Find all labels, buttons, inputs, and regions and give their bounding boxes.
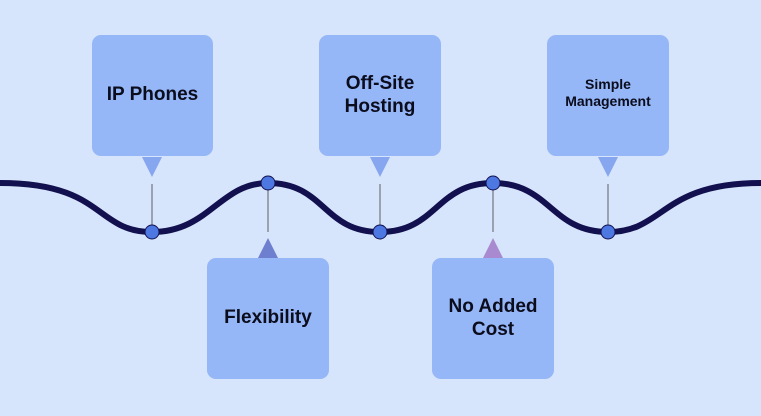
card-ip-phones: IP Phones [92, 35, 213, 156]
milestone-dot [600, 224, 616, 240]
card-label: Off-Site Hosting [344, 72, 416, 117]
card-label: IP Phones [106, 84, 199, 106]
card-simple-management: Simple Management [547, 35, 669, 156]
pointer-triangle-down [598, 157, 618, 177]
milestone-dot [372, 224, 388, 240]
milestone-dot [485, 175, 501, 191]
card-label: Flexibility [224, 307, 312, 329]
pointer-triangle-up [483, 238, 503, 258]
card-off-site-hosting: Off-Site Hosting [319, 35, 441, 156]
card-label: No Added Cost [448, 295, 538, 340]
card-flexibility: Flexibility [207, 258, 329, 379]
milestone-dot [144, 224, 160, 240]
pointer-triangle-down [142, 157, 162, 177]
pointer-triangle-up [258, 238, 278, 258]
pointer-triangle-down [370, 157, 390, 177]
milestone-dot [260, 175, 276, 191]
card-label: Simple Management [565, 75, 651, 109]
card-no-added-cost: No Added Cost [432, 258, 554, 379]
